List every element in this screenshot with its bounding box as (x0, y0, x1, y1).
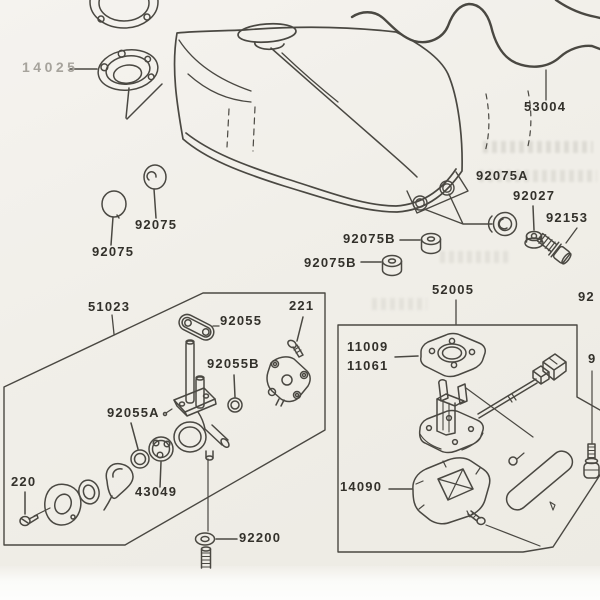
collar-92027 (525, 206, 543, 248)
leader-92153 (566, 228, 577, 243)
filler-cap-gasket-14025 (95, 46, 160, 94)
screw-220 (20, 492, 50, 526)
part-label-92075B-1: 92075B (343, 231, 396, 246)
part-label-92075-2: 92075 (92, 244, 135, 259)
leader-92075A (424, 194, 492, 224)
tank-pad-53004 (352, 0, 600, 67)
part-label-43049: 43049 (135, 484, 178, 499)
o-ring-92055A (131, 423, 149, 468)
part-label-92075-1: 92075 (135, 217, 178, 232)
washer-43049 (149, 437, 173, 487)
part-label-52005: 52005 (432, 282, 475, 297)
flange-gasket-11009-11061 (395, 334, 485, 377)
grommet-92075A (489, 213, 517, 236)
part-label-92153: 92153 (546, 210, 589, 225)
petcock-lever (104, 464, 133, 510)
part-label-92075B-2: 92075B (304, 255, 357, 270)
part-label-220: 220 (11, 474, 37, 489)
paper-edge (0, 566, 600, 600)
part-label-53004: 53004 (524, 99, 567, 114)
leader-cap-v (126, 84, 162, 119)
part-label-14090: 14090 (340, 479, 383, 494)
sensor-wire-and-connector (478, 354, 566, 418)
leader-51023 (112, 315, 114, 334)
fuel-cap-ring-top (90, 0, 158, 28)
part-label-92055B: 92055B (207, 356, 260, 371)
screw-221 (286, 317, 303, 357)
part-label-14025: 14025 (22, 59, 79, 75)
washer-92200 (196, 533, 238, 545)
part-label-92-cut: 92 (578, 289, 595, 304)
lever-plate (45, 484, 81, 525)
scan-bleed-through (479, 170, 597, 182)
sensor-float (502, 447, 576, 514)
part-label-9-cut: 9 (588, 351, 597, 366)
lever-collar (76, 478, 102, 506)
fuel-tank (175, 22, 531, 212)
edge-bolt (584, 371, 599, 478)
part-label-92200: 92200 (239, 530, 282, 545)
part-label-92075A: 92075A (476, 168, 529, 183)
petcock-assembly-box-51023 (4, 293, 325, 545)
sensor-tray-14090 (389, 458, 540, 546)
part-label-51023: 51023 (88, 299, 131, 314)
leader-92027 (533, 206, 534, 230)
grommet-92075B-1 (400, 234, 441, 254)
part-label-11061: 11061 (347, 358, 389, 373)
part-label-92027: 92027 (513, 188, 556, 203)
tank-mount-bracket (407, 172, 492, 224)
scan-bleed-through (440, 251, 512, 263)
grommet-92075-right (144, 165, 166, 218)
grommet-92075B-2 (361, 256, 402, 276)
diaphragm-cover (267, 357, 310, 406)
part-label-92055A: 92055A (107, 405, 160, 420)
o-ring-92055B (228, 375, 242, 412)
part-label-221: 221 (289, 298, 315, 313)
fuel-level-sensor-body (420, 380, 484, 453)
scan-bleed-through (372, 298, 427, 310)
fuel-sensor-box-52005 (338, 325, 600, 552)
part-label-92055: 92055 (220, 313, 263, 328)
scan-bleed-through (483, 141, 593, 153)
grommet-92075-left (102, 191, 126, 245)
bolt-92153 (535, 231, 574, 266)
part-label-11009: 11009 (347, 339, 389, 354)
drain-screw (202, 547, 211, 568)
petcock-body (164, 340, 231, 460)
leader-float (466, 388, 533, 437)
gasket-92055 (176, 312, 216, 343)
